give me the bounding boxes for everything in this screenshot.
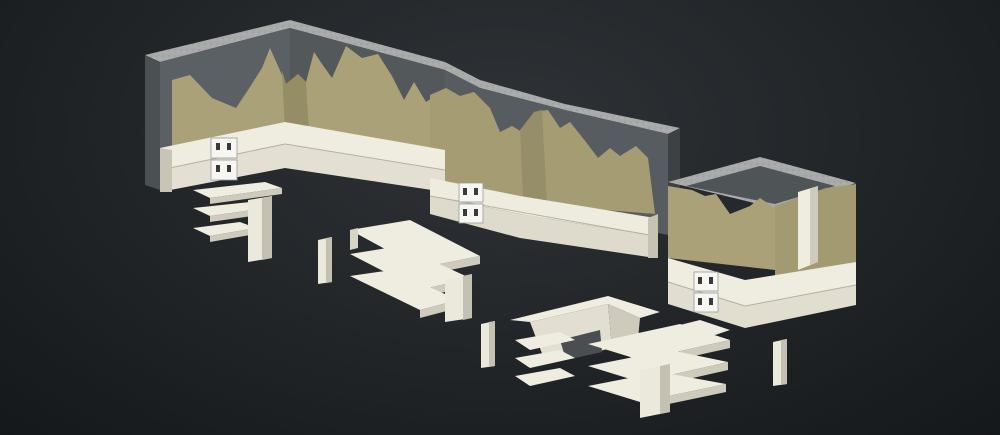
wall-top-concrete [145, 20, 680, 134]
corner-trim-pieces [318, 237, 787, 386]
cladding-return [160, 148, 172, 192]
shelf-plate [193, 182, 282, 198]
frame-dark-interior [560, 330, 602, 360]
wall-plaster-1 [172, 46, 445, 150]
outlet-cabinet [693, 271, 719, 313]
shelf-unit-left [193, 182, 282, 262]
shelf-plate [193, 222, 256, 236]
shelf-back [350, 228, 358, 250]
shelf-unit-center [350, 220, 480, 322]
shelf-plate [193, 202, 266, 216]
shelf-post-side [660, 364, 670, 414]
shelf-post-side [262, 196, 272, 260]
shelf-unit-bottom [510, 296, 730, 418]
trim-piece-side [781, 339, 787, 385]
shelf-plate [350, 246, 470, 290]
frame-top [510, 296, 660, 322]
cabinet-pillar-side [810, 186, 818, 265]
shelf-plate [515, 368, 575, 386]
trim-piece-side [489, 321, 495, 367]
shelf-edge [210, 228, 256, 242]
trim-piece-side [326, 237, 332, 283]
outlet-right-wall [458, 182, 484, 224]
outlet-left-wall [210, 137, 238, 181]
shelf-plate [350, 270, 458, 310]
shelf-plate [515, 332, 575, 350]
corner-cabinet-block [667, 157, 857, 328]
cabinet-band-lower [668, 282, 856, 328]
shelf-plate [515, 350, 575, 368]
cabinet-top-dark [686, 166, 835, 204]
cabinet-seam [744, 284, 857, 307]
top-piece [676, 320, 730, 338]
shelf-edge [210, 188, 282, 204]
shelf-post-side [463, 274, 472, 320]
cladding-band-lower-r [430, 196, 655, 258]
wall-block-face [145, 55, 160, 190]
cladding-seam [429, 195, 656, 237]
back-wall-left [145, 20, 680, 262]
cladding-band-upper-r [430, 178, 655, 236]
shelf-plate [350, 220, 480, 268]
shelf-plate [588, 350, 728, 382]
cladding-seam [284, 143, 446, 171]
cabinet-plaster-left [668, 186, 778, 270]
cladding-return-r [648, 214, 658, 258]
wall-plaster-shade-2 [520, 110, 548, 225]
